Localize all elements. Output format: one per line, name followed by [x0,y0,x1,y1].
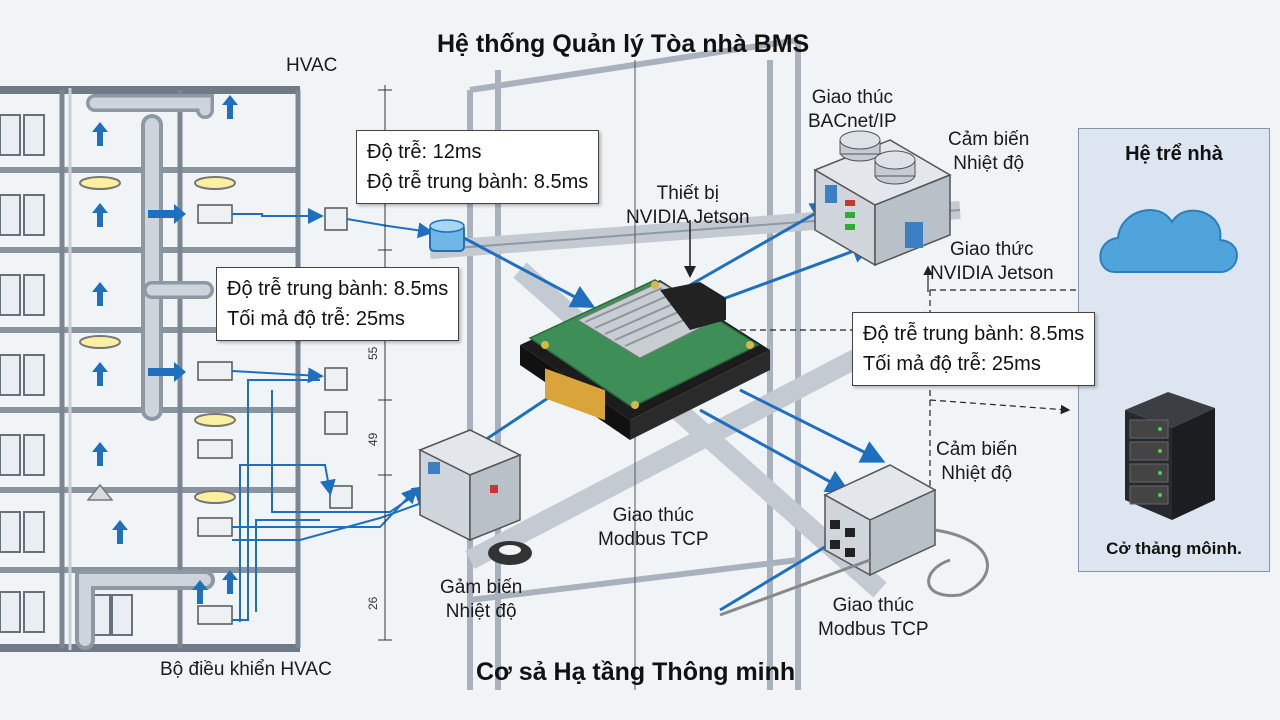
label-bacnet: Giao thúc BACnet/IP [808,86,897,134]
label-jetson-protocol-line1: Giao thức [930,238,1054,262]
callout-top-line2: Độ trễ trung bành: 8.5ms [367,167,588,197]
label-sensor-top: Cảm biến Nhiệt độ [948,128,1029,176]
label-hvac: HVAC [286,54,337,78]
main-title: Hệ thống Quản lý Tòa nhà BMS [437,30,809,59]
label-jetson-protocol-line2: NVIDIA Jetson [930,262,1054,286]
label-sensor-bottom-line1: Gảm biến [440,576,522,600]
callout-mid-line2: Tối mả độ trễ: 25ms [227,304,448,334]
label-modbus-right-line2: Modbus TCP [818,618,929,642]
label-jetson-device: Thiết bị NVIDIA Jetson [626,182,750,230]
callout-top-line1: Độ trễ: 12ms [367,137,588,167]
label-jetson-device-line1: Thiết bị [626,182,750,206]
label-sensor-right-line2: Nhiệt độ [936,462,1017,486]
label-bacnet-line2: BACnet/IP [808,110,897,134]
latency-callout-right: Độ trễ trung bành: 8.5ms Tối mả độ trễ: … [852,312,1095,386]
label-bacnet-line1: Giao thúc [808,86,897,110]
label-sensor-top-line2: Nhiệt độ [948,152,1029,176]
dimension-label-3: 26 [366,597,380,610]
label-jetson-protocol: Giao thức NVIDIA Jetson [930,238,1054,286]
latency-callout-top: Độ trễ: 12ms Độ trễ trung bành: 8.5ms [356,130,599,204]
label-modbus-center-line1: Giao thúc [598,504,709,528]
label-sensor-top-line1: Cảm biến [948,128,1029,152]
callout-right-line2: Tối mả độ trễ: 25ms [863,349,1084,379]
label-sensor-right: Cảm biến Nhiệt độ [936,438,1017,486]
callout-mid-line1: Độ trễ trung bành: 8.5ms [227,274,448,304]
label-modbus-center-line2: Modbus TCP [598,528,709,552]
label-sensor-bottom-line2: Nhiệt độ [440,600,522,624]
latency-callout-mid: Độ trễ trung bành: 8.5ms Tối mả độ trễ: … [216,267,459,341]
label-modbus-right-line1: Giao thúc [818,594,929,618]
label-sensor-bottom: Gảm biến Nhiệt độ [440,576,522,624]
callout-right-line1: Độ trễ trung bành: 8.5ms [863,319,1084,349]
label-modbus-center: Giao thúc Modbus TCP [598,504,709,552]
bottom-title: Cơ sả Hạ tầng Thông minh [476,658,795,687]
label-hvac-controller: Bộ điều khiển HVAC [160,658,332,682]
label-sensor-right-line1: Cảm biến [936,438,1017,462]
dimension-label-1: 55 [366,347,380,360]
label-jetson-device-line2: NVIDIA Jetson [626,206,750,230]
label-modbus-right: Giao thúc Modbus TCP [818,594,929,642]
dimension-label-2: 49 [366,433,380,446]
